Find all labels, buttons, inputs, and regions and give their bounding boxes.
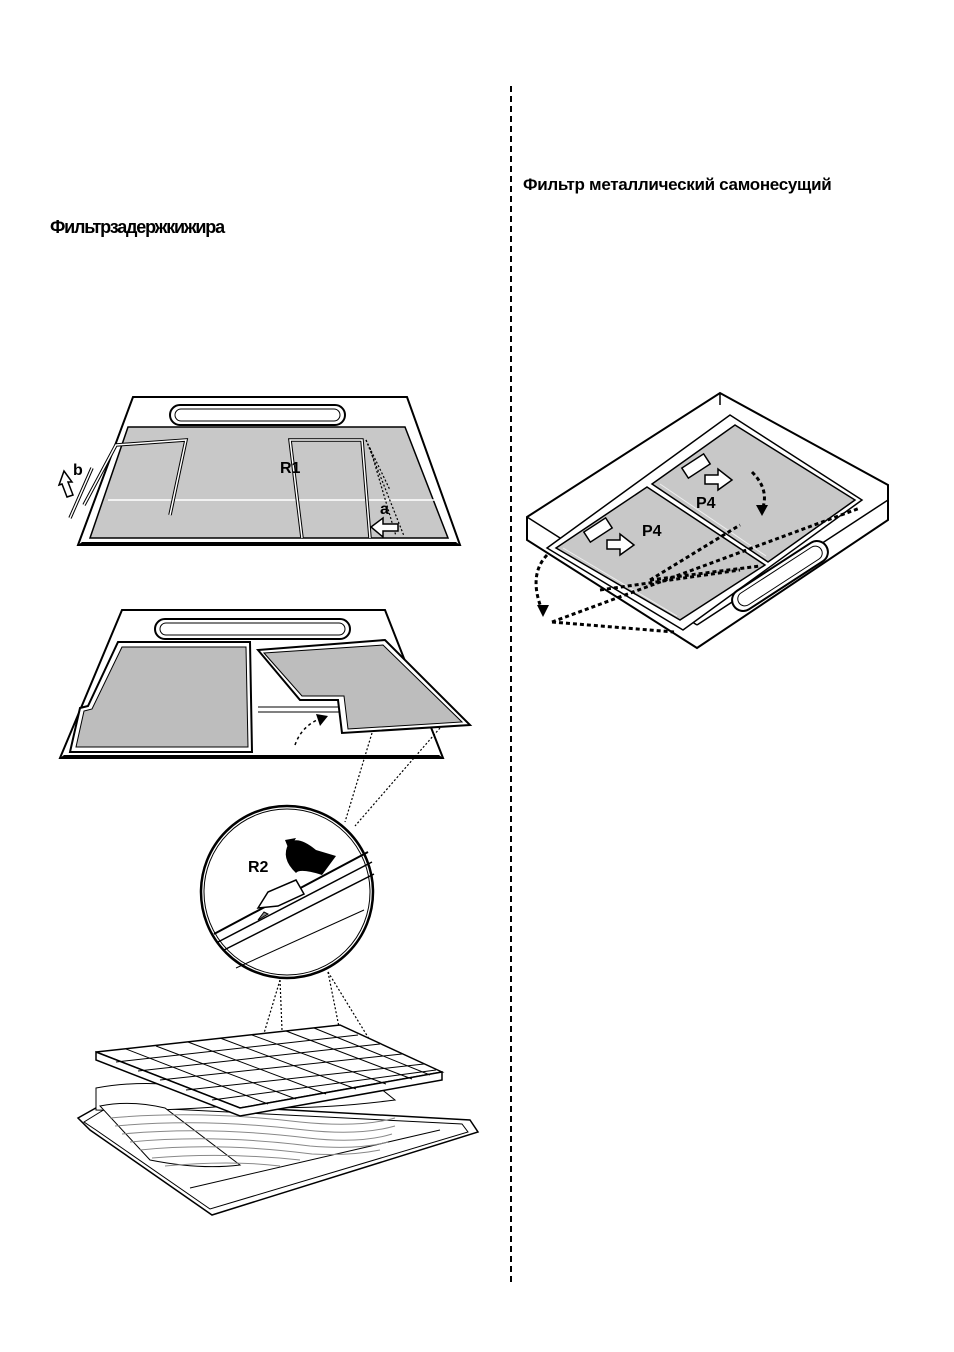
column-divider — [510, 86, 512, 1282]
section-heading-grease-filter: Фильтрзадержкижира — [50, 217, 225, 237]
label-a: a — [380, 501, 389, 518]
label-b: b — [73, 462, 83, 479]
label-r2: R2 — [248, 859, 269, 876]
hood-panel-2 — [58, 609, 473, 827]
section-heading-metal-filter: Фильтр металлический самонесущий — [523, 175, 832, 194]
exploded-filter-assembly — [76, 1024, 480, 1216]
label-p4-lower: P4 — [642, 523, 662, 540]
hood-panel-1 — [57, 396, 462, 546]
hood-3d — [526, 391, 889, 650]
label-p4-upper: P4 — [696, 495, 716, 512]
label-r1: R1 — [280, 460, 301, 477]
